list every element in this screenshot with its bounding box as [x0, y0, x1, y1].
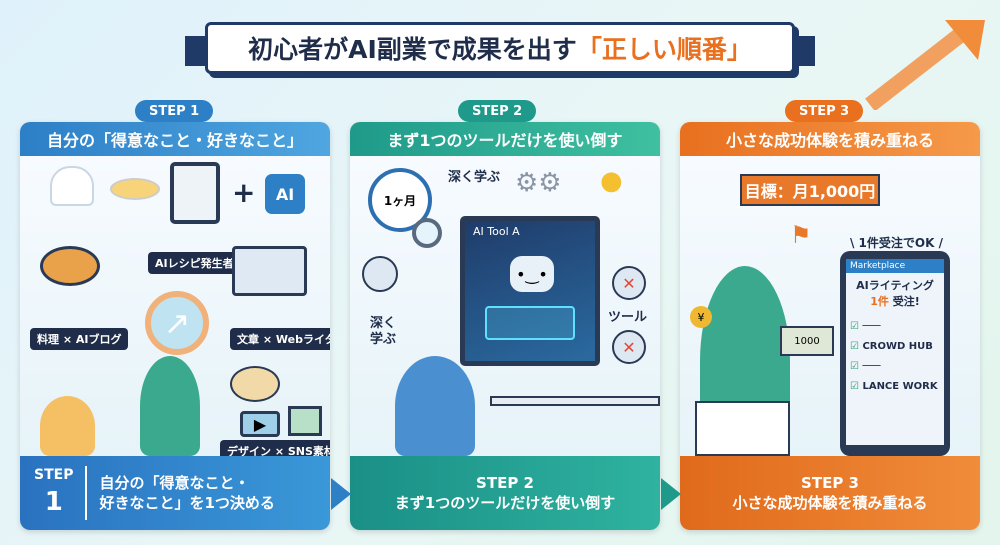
monitor-title: AI Tool A: [473, 225, 520, 238]
page-title: 初心者がAI副業で成果を出す「正しい順番」: [205, 22, 795, 74]
step1-illustration: + AI AIレシピ発生者 料理 × AIブログ 文章 × Webライター ↗ …: [20, 156, 330, 462]
robot-icon: •‿•: [510, 256, 554, 292]
paint-palette-icon: [230, 366, 280, 402]
step1-footer-step: STEP: [34, 467, 74, 483]
deep-learn-label-a: 深く: [370, 316, 397, 331]
banknote-icon: 1000: [780, 326, 834, 356]
plus-icon: +: [232, 176, 256, 209]
step1-footer-line1: 自分の「得意なこと・: [99, 473, 250, 492]
step3-panel: 小さな成功体験を積み重ねる 目標：月1,000円 \ 1件受注でOK / ⚑ ¥…: [680, 122, 980, 530]
man-pointing-illustration: [140, 356, 200, 456]
platform-crowd-hub: CROWD HUB: [862, 341, 933, 352]
center-arrow-icon: ↗: [145, 291, 209, 355]
chat-box: [485, 306, 575, 340]
checklist-item: ☑ CROWD HUB: [850, 337, 940, 357]
step3-footer-line2: 小さな成功体験を積み重ねる: [732, 494, 928, 512]
curry-dish-icon: [40, 246, 100, 286]
checkbox-icon: ☑: [850, 321, 859, 332]
callout-one-order: \ 1件受注でOK /: [850, 236, 943, 250]
tablet-marketplace: Marketplace AIライティング 1件 受注! ☑ ─── ☑ CROW…: [840, 251, 950, 456]
lightbulb-icon: ●: [600, 166, 623, 196]
step2-illustration: 1ヶ月 深く学ぶ ⚙⚙ ● AI Tool A •‿• 深く学ぶ ✕ ツール ✕: [350, 156, 660, 456]
chef-hat-icon: [50, 166, 94, 206]
step1-badge: STEP 1: [135, 100, 214, 122]
gears-icon: ⚙⚙: [515, 168, 562, 198]
step2-heading: まず1つのツールだけを使い倒す: [350, 122, 660, 156]
step3-footer-line1: STEP 3: [801, 473, 859, 492]
image-icon: [288, 406, 322, 436]
step2-footer-line1: STEP 2: [476, 473, 534, 492]
step2-badge: STEP 2: [458, 100, 537, 122]
step2-panel: まず1つのツールだけを使い倒す 1ヶ月 深く学ぶ ⚙⚙ ● AI Tool A …: [350, 122, 660, 530]
checkbox-icon: ☑: [850, 341, 859, 352]
step3-badge: STEP 3: [785, 100, 864, 122]
checklist-item: ☑ LANCE WORK: [850, 377, 940, 397]
video-icon: ▶: [240, 411, 280, 437]
yen-coin-icon: ¥: [690, 306, 712, 328]
marketplace-header: Marketplace: [846, 259, 944, 273]
step3-illustration: 目標：月1,000円 \ 1件受注でOK / ⚑ ¥ 1000 Marketpl…: [680, 156, 980, 456]
flag-icon: ⚑: [790, 221, 812, 249]
tool-label: ツール: [608, 310, 648, 325]
step3-heading: 小さな成功体験を積み重ねる: [680, 122, 980, 156]
platform-lance-work: LANCE WORK: [862, 381, 938, 392]
label-web-writer: 文章 × Webライター: [230, 328, 330, 350]
omelette-plate-icon: [110, 178, 160, 200]
step2-footer: STEP 2 まず1つのツールだけを使い倒す: [350, 456, 660, 530]
robot-avatar-icon: [362, 256, 398, 292]
order-count: 1件: [870, 295, 889, 308]
laptop-icon: [232, 246, 307, 296]
step2-footer-line2: まず1つのツールだけを使い倒す: [394, 494, 616, 512]
magnifier-icon: [412, 218, 442, 248]
desk: [490, 396, 660, 406]
rejected-tool-icon: ✕: [612, 266, 646, 300]
checkbox-icon: ☑: [850, 381, 859, 392]
deep-learn-label-top: 深く学ぶ: [448, 170, 501, 185]
ai-chip-icon: AI: [265, 174, 305, 214]
step-arrow-1-2: [331, 478, 351, 510]
step1-footer: STEP 1 自分の「得意なこと・好きなこと」を1つ決める: [20, 456, 330, 530]
step1-footer-num: 1: [44, 486, 63, 517]
title-prefix: 初心者がAI副業で成果を出す: [248, 35, 577, 64]
deep-learn-label-b: 学ぶ: [370, 331, 397, 347]
step-arrow-2-3: [661, 478, 681, 510]
rejected-tool-icon-2: ✕: [612, 330, 646, 364]
growth-chart-icon: [695, 401, 790, 456]
tablet-recipe-icon: [170, 162, 220, 224]
growth-arrow-icon: [865, 20, 985, 110]
checklist-item: ☑ ───: [850, 321, 881, 332]
woman-illustration: [40, 396, 95, 456]
step1-heading: 自分の「得意なこと・好きなこと」: [20, 122, 330, 156]
title-highlight: 「正しい順番」: [576, 35, 752, 64]
goal-banner: 目標：月1,000円: [740, 174, 880, 206]
label-ai-recipe: AIレシピ発生者: [148, 252, 241, 274]
checkbox-icon: ☑: [850, 361, 859, 372]
label-cooking-blog: 料理 × AIブログ: [30, 328, 129, 350]
order-line1: AIライティング: [856, 279, 934, 292]
step3-footer: STEP 3 小さな成功体験を積み重ねる: [680, 456, 980, 530]
step1-panel: 自分の「得意なこと・好きなこと」 + AI AIレシピ発生者 料理 × AIブロ…: [20, 122, 330, 530]
step1-footer-line2: 好きなこと」を1つ決める: [99, 494, 275, 512]
man-at-computer-illustration: [395, 356, 475, 456]
checklist-item: ☑ ───: [850, 361, 881, 372]
order-suffix: 受注!: [888, 295, 920, 308]
monitor-ai-tool: AI Tool A •‿•: [460, 216, 600, 366]
